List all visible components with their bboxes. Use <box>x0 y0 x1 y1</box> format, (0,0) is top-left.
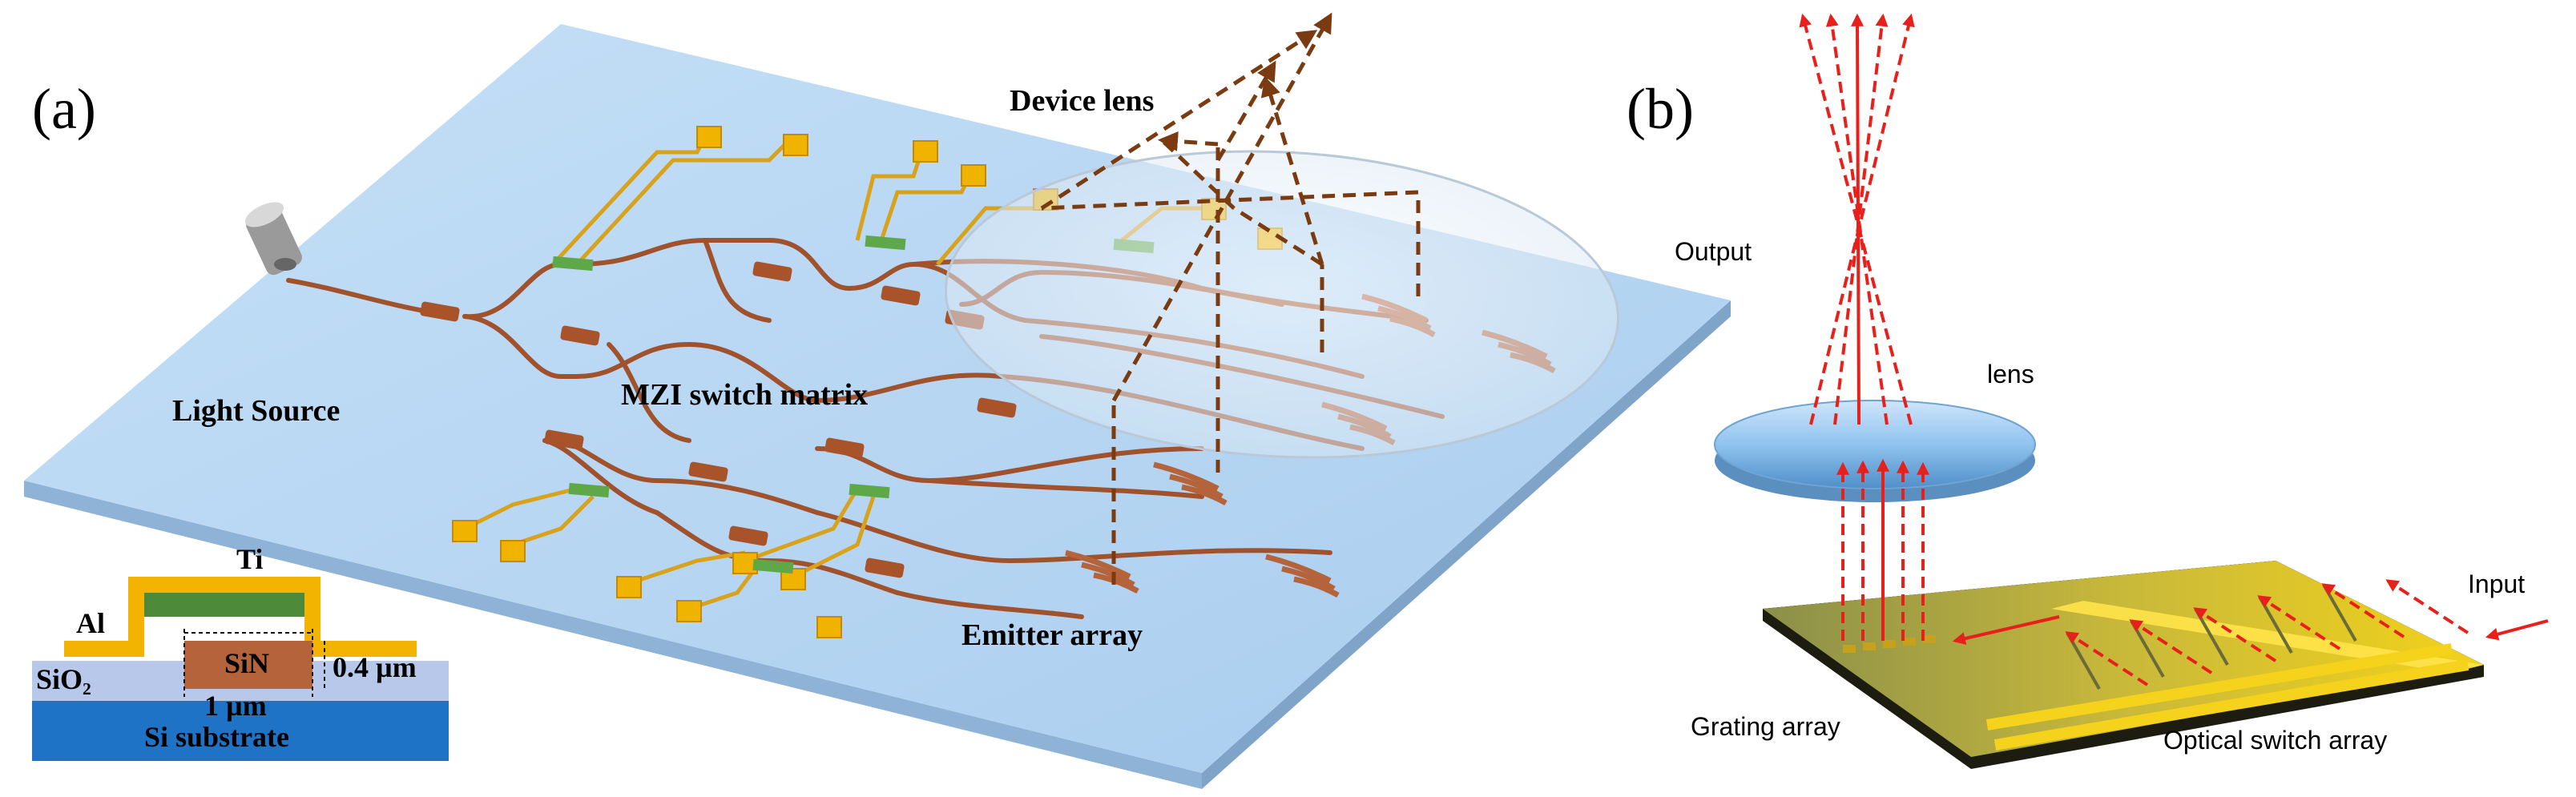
si-substrate-label: Si substrate <box>144 721 289 753</box>
thickness-label: 0.4 µm <box>333 651 417 683</box>
grating-array-label: Grating array <box>1691 712 1840 741</box>
al-label: Al <box>76 607 105 639</box>
panel-a-label: (a) <box>32 77 96 141</box>
sio2-label: SiO₂ <box>36 663 91 695</box>
optical-switch-array-label: Optical switch array <box>2163 726 2387 755</box>
switch-chip <box>1763 561 2484 769</box>
panel-b-label: (b) <box>1627 77 1694 141</box>
cross-section-inset: Ti Al SiO₂ SiN 0.4 µm 1 µm Si substrate <box>32 543 449 761</box>
output-label: Output <box>1675 237 1752 266</box>
output-beams <box>1799 13 1929 641</box>
chip-side-right <box>1202 300 1731 789</box>
chip-top-b <box>1763 561 2484 757</box>
mzi-switch-matrix-label: MZI switch matrix <box>621 378 868 412</box>
input-label: Input <box>2468 570 2525 598</box>
si-substrate-layer <box>32 701 449 761</box>
width-label: 1 µm <box>204 690 267 722</box>
lens-label: lens <box>1987 360 2034 388</box>
lens-b <box>1714 400 2036 502</box>
ti-label: Ti <box>236 543 263 575</box>
ti-layer <box>144 593 304 617</box>
beam-paths <box>1040 12 1421 585</box>
light-source-fiber <box>244 202 302 276</box>
chip-side-front <box>24 481 1202 789</box>
emitter-array-label: Emitter array <box>961 618 1143 652</box>
sin-label: SiN <box>224 647 269 679</box>
light-source-label: Light Source <box>172 394 340 428</box>
device-lens-label: Device lens <box>1010 84 1154 118</box>
panel-b: (b) <box>1627 13 2549 769</box>
sin-core <box>184 641 312 689</box>
input-beams <box>1952 579 2549 686</box>
panel-a: (a) <box>24 12 1731 789</box>
